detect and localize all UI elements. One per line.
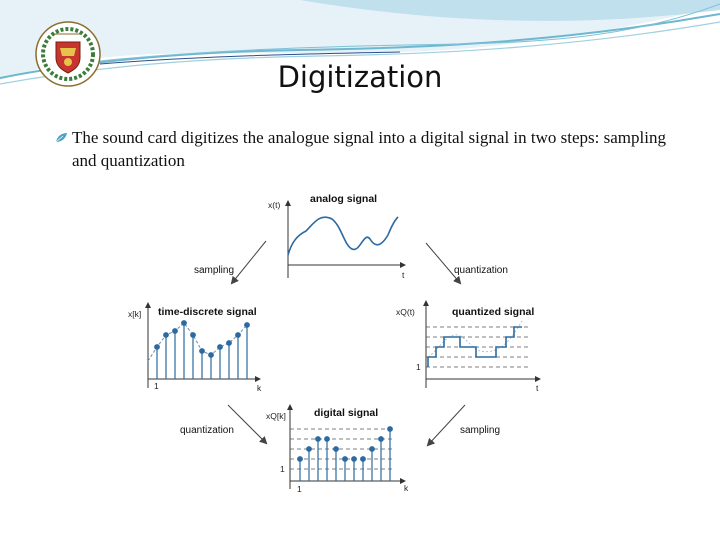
digital-levels <box>290 428 392 470</box>
digital-y-label: xQ[k] <box>266 411 286 421</box>
digital-stems <box>297 426 393 481</box>
arrow-label-sampling-top: sampling <box>194 265 234 276</box>
arrow-label-sampling-bottom: sampling <box>460 425 500 436</box>
quantized-signal-panel: quantized signal xQ(t) t 1 <box>396 300 541 393</box>
quantized-y-label: xQ(t) <box>396 307 415 317</box>
arrow-quantization-top <box>425 242 462 285</box>
slide-title: Digitization <box>277 60 443 94</box>
discrete-x-label: k <box>257 383 262 393</box>
header-wave-decoration <box>0 0 720 85</box>
analog-signal-panel: analog signal x(t) t <box>268 193 406 280</box>
bullet-text: The sound card digitizes the analogue si… <box>72 128 666 170</box>
arrow-label-quantization-top: quantization <box>454 265 508 276</box>
time-discrete-signal-panel: time-discrete signal x[k] k 1 <box>128 302 262 393</box>
digital-tick-x-label: 1 <box>297 484 302 494</box>
arrow-sampling-top <box>230 240 267 285</box>
arrow-sampling-bottom <box>426 404 466 447</box>
quantized-staircase <box>427 326 522 367</box>
discrete-y-label: x[k] <box>128 309 141 319</box>
bullet-item: The sound card digitizes the analogue si… <box>55 126 675 172</box>
diagram-background <box>120 183 572 494</box>
university-crest-icon <box>35 21 101 87</box>
discrete-tick-label: 1 <box>154 381 159 391</box>
analog-x-label: t <box>402 270 405 280</box>
analog-waveform <box>287 216 399 256</box>
digital-x-label: k <box>404 483 409 493</box>
quantized-signal-title: quantized signal <box>452 306 534 318</box>
quantized-x-label: t <box>536 383 539 393</box>
analog-signal-title: analog signal <box>310 193 377 205</box>
digital-signal-panel: digital signal xQ[k] k 1 1 <box>266 404 409 494</box>
discrete-signal-title: time-discrete signal <box>158 306 257 318</box>
quantized-tick-label: 1 <box>416 362 421 372</box>
digital-signal-title: digital signal <box>314 407 378 419</box>
discrete-stems <box>154 320 250 379</box>
arrow-quantization-bottom <box>227 404 268 445</box>
arrow-label-quantization-bottom: quantization <box>180 425 234 436</box>
analog-y-label: x(t) <box>268 200 280 210</box>
bullet-leaf-icon <box>55 133 67 143</box>
digital-tick-y-label: 1 <box>280 464 285 474</box>
digitization-diagram: analog signal x(t) t sampling quantizati… <box>120 183 572 494</box>
